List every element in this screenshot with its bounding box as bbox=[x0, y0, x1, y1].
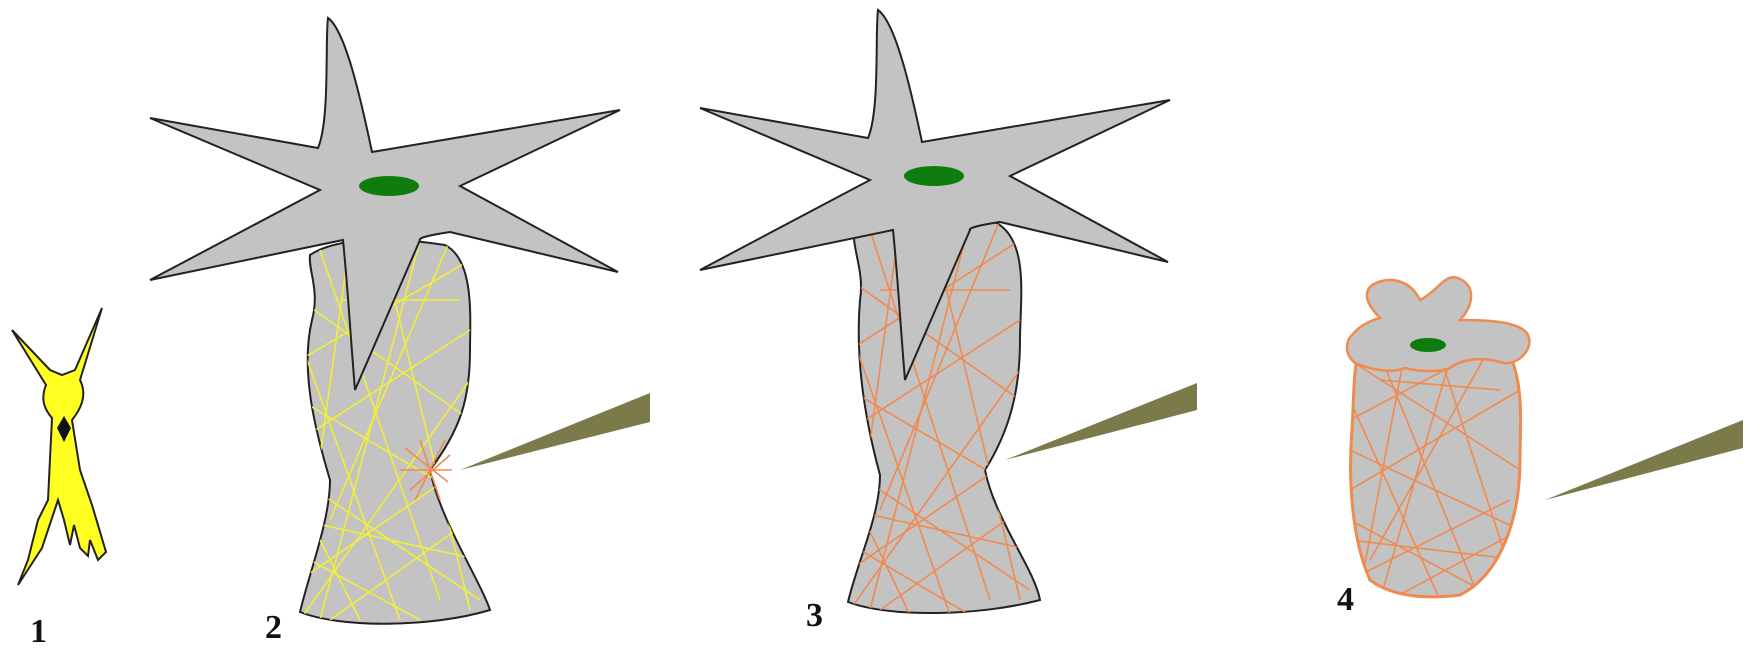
stage-2-polyp bbox=[150, 18, 650, 624]
mouth-spot bbox=[1410, 338, 1446, 352]
needle-icon bbox=[460, 393, 650, 470]
needle-icon bbox=[1545, 420, 1743, 500]
mouth-spot bbox=[359, 176, 419, 196]
stage-label-2: 2 bbox=[265, 609, 282, 646]
cell-icon bbox=[12, 308, 106, 585]
stage-4-polyp bbox=[1347, 277, 1743, 600]
needle-icon bbox=[1005, 383, 1197, 460]
stage-label-1: 1 bbox=[30, 613, 47, 650]
stage-label-3: 3 bbox=[806, 597, 823, 634]
stage-1-cell bbox=[12, 308, 106, 585]
stage-3-polyp bbox=[700, 10, 1197, 615]
stage-label-4: 4 bbox=[1337, 581, 1354, 618]
mouth-spot bbox=[904, 166, 964, 186]
contracted-polyp-icon bbox=[1347, 277, 1529, 371]
